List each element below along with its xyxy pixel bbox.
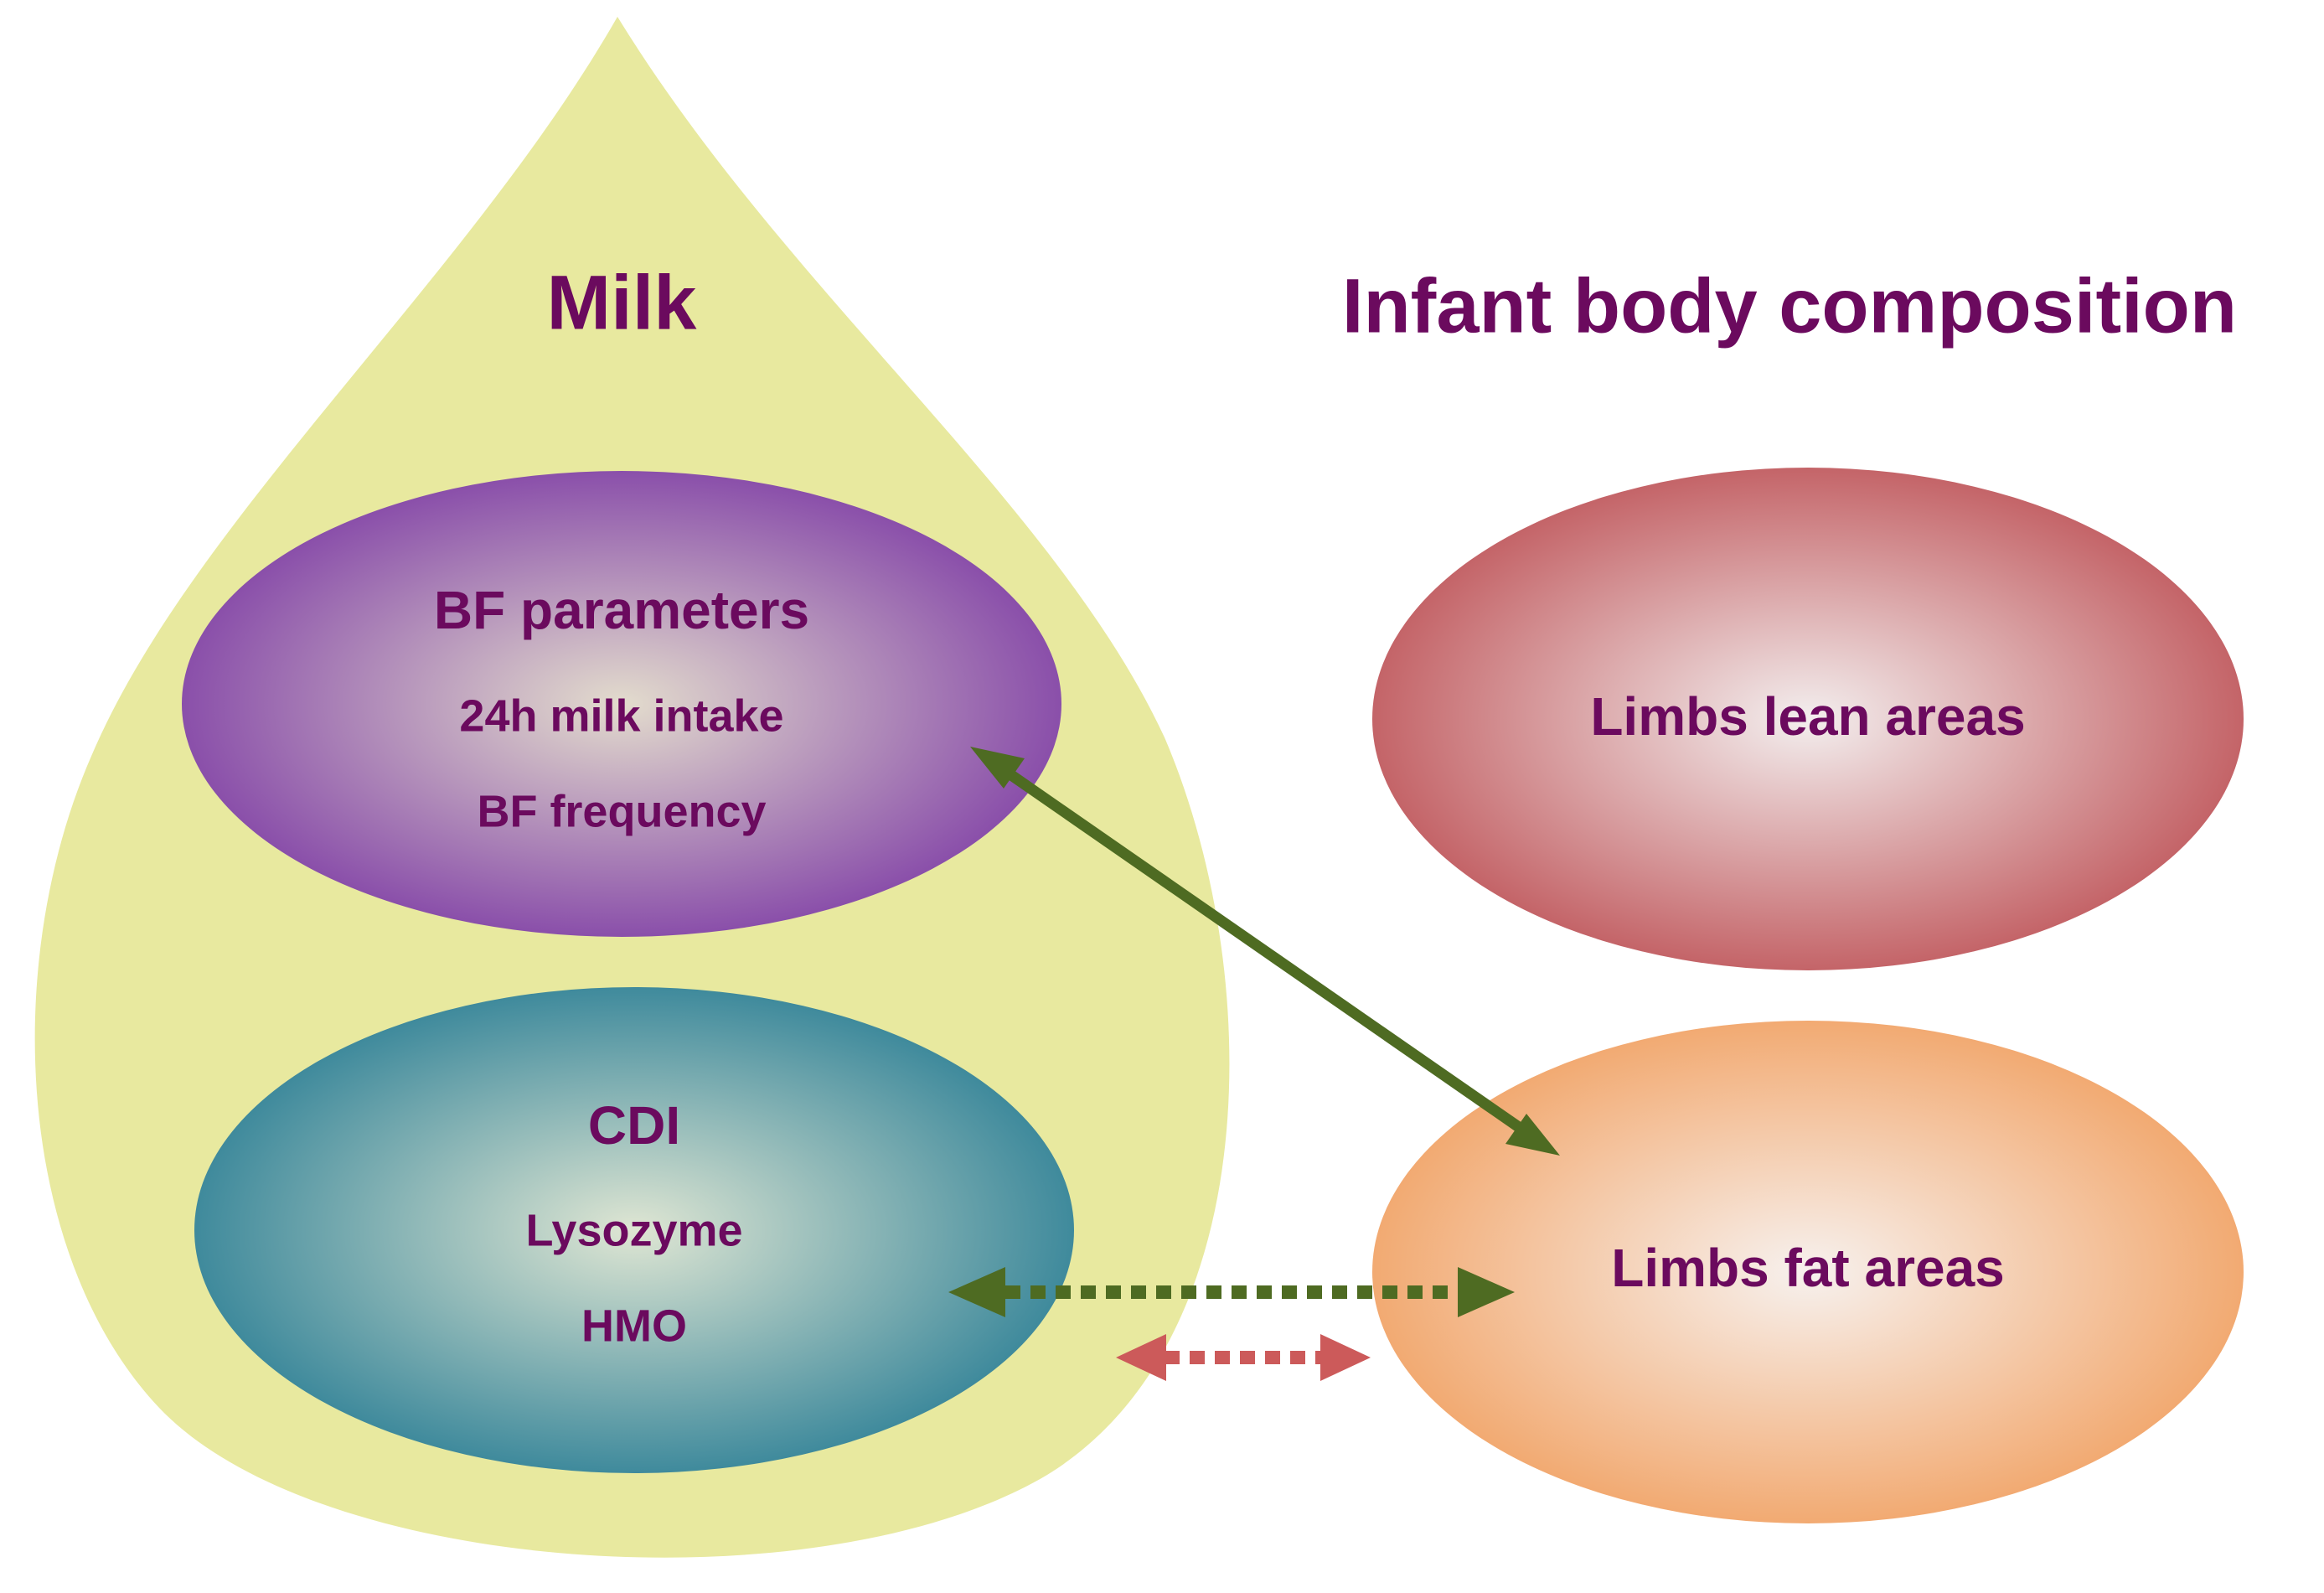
red-dotted-arrow <box>1116 1334 1371 1381</box>
milk-title: Milk <box>547 260 698 345</box>
infant-body-composition-title: Infant body composition <box>1342 263 2237 349</box>
cdi-hmo-label: HMO <box>581 1301 687 1351</box>
limbs-fat-areas-label: Limbs fat areas <box>1611 1238 2005 1298</box>
bf-parameters-title: BF parameters <box>434 580 809 640</box>
limbs-lean-areas-label: Limbs lean areas <box>1590 686 2025 747</box>
cdi-lysozyme-label: Lysozyme <box>525 1205 742 1255</box>
bf-milk-intake-label: 24h milk intake <box>459 690 783 741</box>
limbs-fat-ellipse <box>1372 1021 2244 1523</box>
cdi-title: CDI <box>588 1095 680 1156</box>
green-solid-arrow <box>970 747 1560 1156</box>
bf-frequency-label: BF frequency <box>477 786 766 836</box>
green-dotted-arrow <box>948 1267 1515 1317</box>
limbs-lean-ellipse <box>1372 468 2244 970</box>
cdi-ellipse <box>194 987 1074 1473</box>
bf-parameters-ellipse <box>182 471 1061 937</box>
